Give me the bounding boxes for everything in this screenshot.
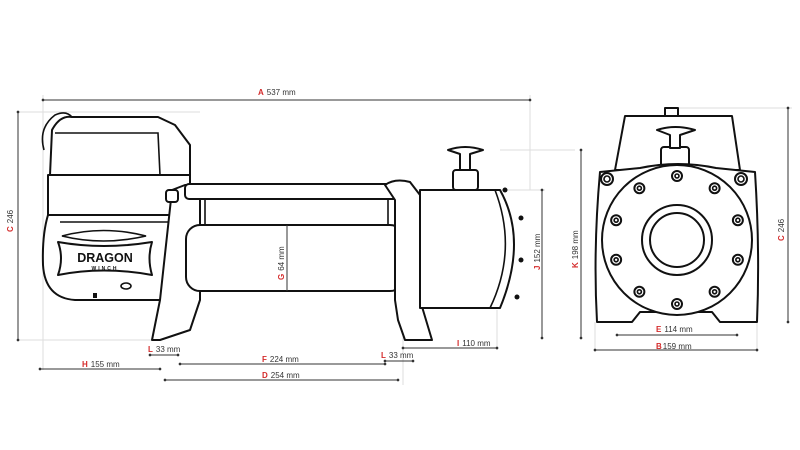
bolt-icon xyxy=(711,185,718,192)
bolt-icon xyxy=(674,301,680,307)
bolt-icon xyxy=(708,285,721,298)
bolt-icon xyxy=(731,214,744,227)
logo-name: DRAGON xyxy=(77,251,133,265)
logo-sub: WINCH xyxy=(92,266,119,272)
bolt-icon xyxy=(735,256,741,263)
bolt-icon xyxy=(636,185,643,192)
bolts xyxy=(610,170,744,310)
front-view xyxy=(594,107,760,323)
bolt-icon xyxy=(735,217,741,224)
bolt-icon xyxy=(711,288,718,295)
bolt-icon xyxy=(636,288,643,295)
gearbox xyxy=(419,189,515,309)
dim-j: J152 mm xyxy=(533,233,542,270)
tie-bar xyxy=(184,183,406,200)
bolt-icon xyxy=(671,298,683,310)
dim-k: K198 mm xyxy=(571,230,580,268)
dim-c-left: C246 xyxy=(6,209,15,232)
bolt-icon xyxy=(633,182,646,195)
bolt-icon xyxy=(613,256,619,263)
dim-b: B159 mm xyxy=(656,342,692,351)
extension-lines xyxy=(18,95,792,385)
cable-drum xyxy=(185,224,405,292)
bolt-icon xyxy=(633,285,646,298)
bolt-icon xyxy=(613,217,619,224)
bolt-icon xyxy=(610,214,623,227)
dim-c-right: C246 xyxy=(777,218,786,241)
clutch-handle-icon xyxy=(447,146,484,171)
side-view: DRAGON WINCH xyxy=(41,112,524,341)
clutch-base xyxy=(452,169,479,191)
bolt-icon xyxy=(671,170,683,182)
bolt-icon xyxy=(674,173,680,179)
bolt-icon xyxy=(731,253,744,266)
motor-cover xyxy=(49,115,191,176)
dragon-winch-logo: DRAGON WINCH xyxy=(57,229,153,276)
bolt-icon xyxy=(610,253,623,266)
front-clutch-handle-icon xyxy=(656,126,696,149)
dim-g: G64 mm xyxy=(277,246,286,280)
bolt-icon xyxy=(708,182,721,195)
right-frame xyxy=(384,179,433,341)
dimension-lines xyxy=(16,98,790,382)
left-frame xyxy=(151,184,201,341)
